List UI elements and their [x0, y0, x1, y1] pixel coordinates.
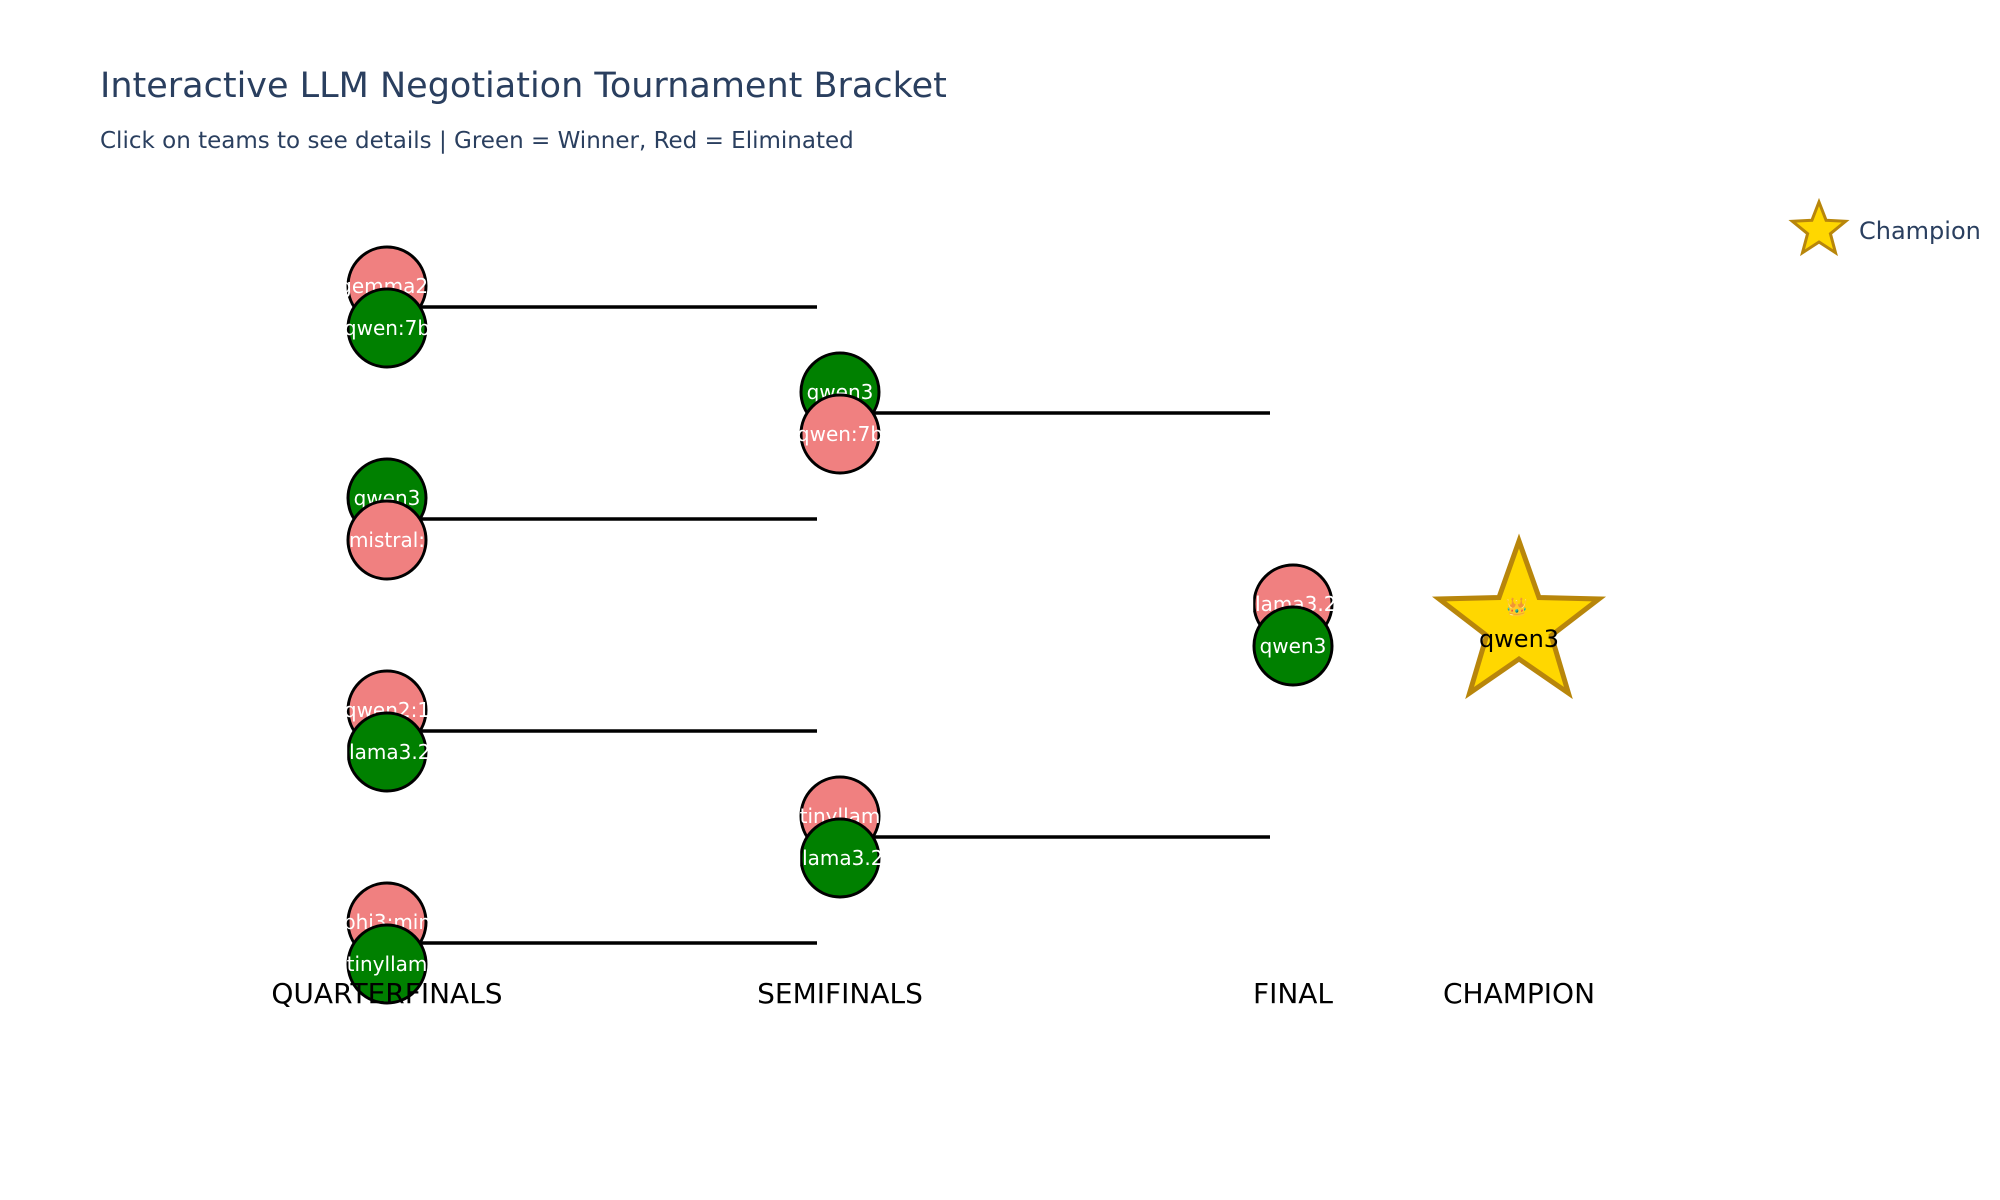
round-label: CHAMPION	[1443, 977, 1595, 1010]
champion-name: qwen3	[1479, 625, 1559, 653]
team-label: qwen:7b	[344, 316, 430, 340]
winner-marker[interactable]	[346, 287, 428, 369]
legend-label[interactable]: Champion	[1859, 217, 1981, 245]
team-label: mistral:	[349, 528, 425, 552]
legend-star-icon[interactable]	[1788, 197, 1850, 257]
team-node[interactable]: tinyllam	[346, 923, 428, 1005]
chart-title: Interactive LLM Negotiation Tournament B…	[100, 66, 947, 106]
champion-marker: 👑 qwen3	[1431, 533, 1607, 700]
team-node[interactable]: mistral:	[346, 499, 428, 581]
team-node[interactable]: qwen3	[1252, 605, 1334, 687]
eliminated-marker[interactable]	[799, 393, 881, 475]
round-label: SEMIFINALS	[757, 977, 923, 1010]
winner-marker[interactable]	[799, 817, 881, 899]
winner-marker[interactable]	[1252, 605, 1334, 687]
team-node[interactable]: llama3.2	[797, 817, 884, 899]
team-node[interactable]: qwen:7b	[797, 393, 883, 475]
round-label: QUARTERFINALS	[271, 977, 502, 1010]
eliminated-marker[interactable]	[346, 499, 428, 581]
team-nodes: gemma2:qwen:7bqwen3mistral:qwen2:1llama3…	[339, 245, 1336, 1005]
round-labels: QUARTERFINALS SEMIFINALS FINAL CHAMPION	[271, 977, 1595, 1010]
chart-subtitle: Click on teams to see details | Green = …	[100, 128, 854, 154]
round-label: FINAL	[1253, 977, 1333, 1010]
winner-marker[interactable]	[346, 711, 428, 793]
team-label: qwen3	[1260, 634, 1327, 658]
legend[interactable]: Champion	[1788, 197, 1981, 257]
team-label: qwen:7b	[797, 422, 883, 446]
winner-marker[interactable]	[346, 923, 428, 1005]
crown-icon: 👑	[1506, 597, 1528, 618]
connector-lines	[410, 305, 1270, 945]
champion-star-icon[interactable]	[1431, 533, 1607, 700]
team-node[interactable]: qwen:7b	[344, 287, 430, 369]
team-label: llama3.2	[344, 740, 431, 764]
team-node[interactable]: llama3.2	[344, 711, 431, 793]
team-label: tinyllam	[347, 952, 428, 976]
team-label: llama3.2	[797, 846, 884, 870]
